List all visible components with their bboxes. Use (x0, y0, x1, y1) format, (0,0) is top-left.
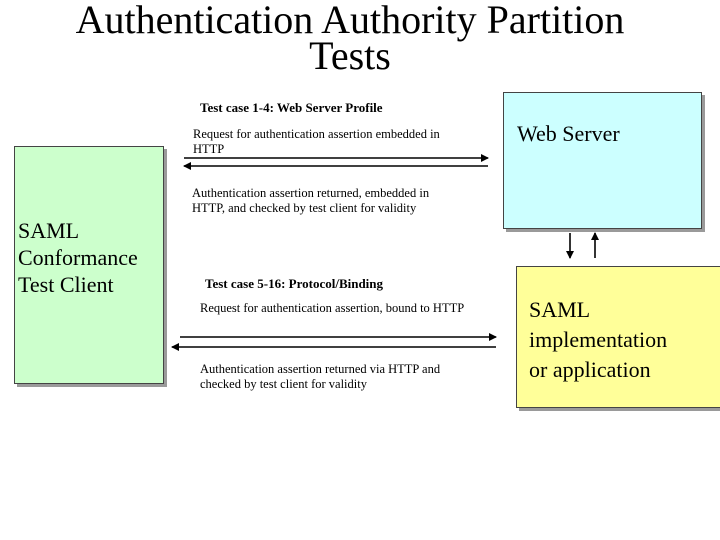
saml-implementation-box (516, 266, 720, 408)
web-profile-response-text: Authentication assertion returned, embed… (192, 186, 430, 215)
test-case-5-16-heading: Test case 5-16: Protocol/Binding (205, 276, 384, 291)
binding-request-text: Request for authentication assertion, bo… (200, 301, 465, 315)
web-server-box (503, 92, 702, 229)
web-profile-request-text: Request for authentication assertion emb… (193, 127, 440, 156)
page-title: Authentication Authority Partition Tests (0, 0, 700, 78)
test-client-box (14, 146, 164, 384)
saml-implementation-label: SAML implementation or application (529, 297, 668, 382)
test-client-label: SAML Conformance Test Client (18, 218, 138, 297)
web-server-label: Web Server (517, 121, 620, 146)
title-line-1: Authentication Authority Partition (75, 0, 625, 42)
binding-response-text: Authentication assertion returned via HT… (200, 362, 441, 391)
test-case-1-4-heading: Test case 1-4: Web Server Profile (200, 100, 383, 115)
title-line-2: Tests (309, 33, 391, 78)
